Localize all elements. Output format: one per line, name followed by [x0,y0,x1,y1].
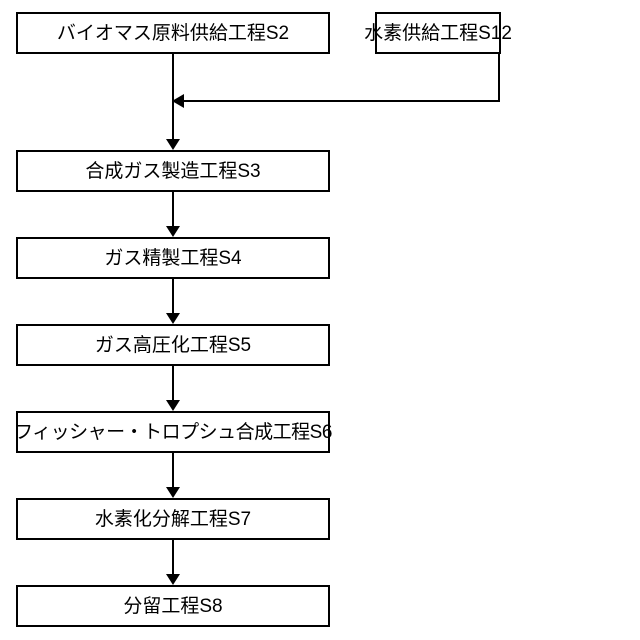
node-s5[interactable]: ガス高圧化工程S5 [16,324,330,366]
node-s12-label: 水素供給工程S12 [364,22,512,44]
node-s12[interactable]: 水素供給工程S12 [364,12,512,54]
node-s8[interactable]: 分留工程S8 [16,585,330,627]
node-s4-label: ガス精製工程S4 [104,247,242,269]
node-s7-label: 水素化分解工程S7 [94,508,252,530]
edge-s7-to-s8-arrowhead [166,574,180,585]
edge-s2-to-s3-arrowhead [166,139,180,150]
node-s6-label: フィッシャー・トロプシュ合成工程S6 [14,421,332,443]
node-s3-label: 合成ガス製造工程S3 [85,160,261,182]
node-s3[interactable]: 合成ガス製造工程S3 [16,150,330,192]
edge-s12-to-s3-vline [498,54,500,102]
edge-s5-to-s6-line [172,366,174,400]
edge-s6-to-s7-arrowhead [166,487,180,498]
edge-s7-to-s8-line [172,540,174,574]
node-s2-label: バイオマス原料供給工程S2 [56,22,290,44]
node-s8-label: 分留工程S8 [123,595,223,617]
edge-s3-to-s4-arrowhead [166,226,180,237]
node-s6[interactable]: フィッシャー・トロプシュ合成工程S6 [14,411,332,453]
node-s7[interactable]: 水素化分解工程S7 [16,498,330,540]
node-s5-label: ガス高圧化工程S5 [94,334,252,356]
edge-s12-to-s3-hline [184,100,500,102]
edge-s12-to-s3-arrowhead [172,94,184,108]
node-s2[interactable]: バイオマス原料供給工程S2 [16,12,330,54]
node-s4[interactable]: ガス精製工程S4 [16,237,330,279]
edge-s5-to-s6-arrowhead [166,400,180,411]
edge-s4-to-s5-arrowhead [166,313,180,324]
edge-s4-to-s5-line [172,279,174,313]
edge-s6-to-s7-line [172,453,174,487]
edge-s3-to-s4-line [172,192,174,226]
